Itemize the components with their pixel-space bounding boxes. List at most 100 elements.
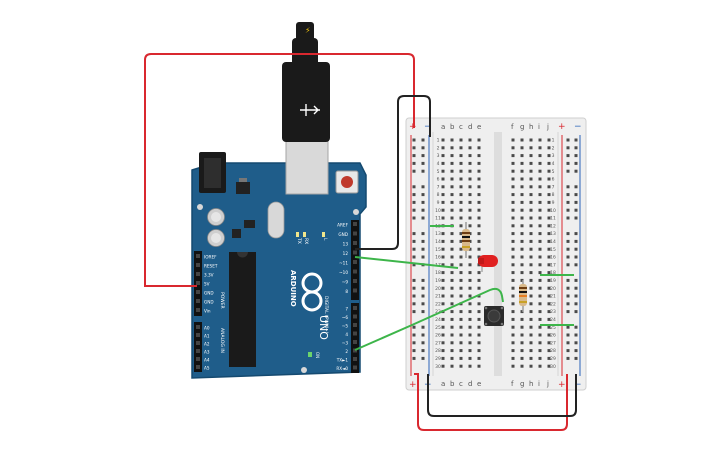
breadboard-hole[interactable] xyxy=(459,341,463,345)
breadboard-hole[interactable] xyxy=(468,341,472,345)
breadboard-hole[interactable] xyxy=(520,271,524,275)
breadboard-hole[interactable] xyxy=(520,356,524,360)
breadboard-hole[interactable] xyxy=(450,154,454,158)
breadboard-hole[interactable] xyxy=(468,286,472,290)
breadboard-hole[interactable] xyxy=(477,286,481,290)
breadboard-hole[interactable] xyxy=(547,193,551,197)
breadboard-hole[interactable] xyxy=(477,239,481,243)
breadboard-hole[interactable] xyxy=(547,364,551,368)
breadboard-hole[interactable] xyxy=(477,232,481,236)
breadboard-hole[interactable] xyxy=(511,138,515,142)
breadboard-hole[interactable] xyxy=(511,333,515,337)
breadboard-hole[interactable] xyxy=(468,349,472,353)
rail-hole[interactable] xyxy=(574,208,578,212)
rail-hole[interactable] xyxy=(412,349,416,353)
rail-hole[interactable] xyxy=(574,310,578,314)
header-pin[interactable] xyxy=(196,333,200,337)
breadboard-hole[interactable] xyxy=(477,341,481,345)
resistor[interactable] xyxy=(462,222,470,258)
breadboard-hole[interactable] xyxy=(477,193,481,197)
breadboard-hole[interactable] xyxy=(520,317,524,321)
breadboard-hole[interactable] xyxy=(459,216,463,220)
breadboard-hole[interactable] xyxy=(468,169,472,173)
header-pin[interactable] xyxy=(353,323,357,327)
breadboard-hole[interactable] xyxy=(529,255,533,259)
usb-cable[interactable]: ⚡ xyxy=(282,22,330,195)
breadboard-hole[interactable] xyxy=(477,169,481,173)
breadboard-hole[interactable] xyxy=(459,177,463,181)
breadboard-hole[interactable] xyxy=(538,278,542,282)
breadboard-hole[interactable] xyxy=(520,341,524,345)
breadboard-hole[interactable] xyxy=(520,161,524,165)
rail-hole[interactable] xyxy=(566,325,570,329)
breadboard-hole[interactable] xyxy=(538,177,542,181)
breadboard-hole[interactable] xyxy=(468,333,472,337)
breadboard-hole[interactable] xyxy=(520,278,524,282)
rail-hole[interactable] xyxy=(421,255,425,259)
header-pin[interactable] xyxy=(196,357,200,361)
rail-hole[interactable] xyxy=(574,263,578,267)
breadboard-hole[interactable] xyxy=(547,310,551,314)
breadboard-hole[interactable] xyxy=(511,263,515,267)
rail-hole[interactable] xyxy=(412,255,416,259)
breadboard-hole[interactable] xyxy=(477,161,481,165)
breadboard-hole[interactable] xyxy=(547,146,551,150)
breadboard-hole[interactable] xyxy=(538,271,542,275)
rail-hole[interactable] xyxy=(574,216,578,220)
breadboard-hole[interactable] xyxy=(441,286,445,290)
rail-hole[interactable] xyxy=(421,193,425,197)
breadboard-hole[interactable] xyxy=(511,154,515,158)
breadboard-hole[interactable] xyxy=(511,208,515,212)
breadboard-hole[interactable] xyxy=(520,177,524,181)
rail-hole[interactable] xyxy=(566,356,570,360)
breadboard-hole[interactable] xyxy=(459,200,463,204)
breadboard-hole[interactable] xyxy=(459,232,463,236)
arduino-uno-board[interactable]: ARDUINO UNO TX RX L ON IOREFRESET3.3V5VG… xyxy=(191,152,367,379)
breadboard-hole[interactable] xyxy=(441,247,445,251)
breadboard-hole[interactable] xyxy=(441,325,445,329)
breadboard-hole[interactable] xyxy=(520,169,524,173)
breadboard-hole[interactable] xyxy=(538,255,542,259)
header-pin[interactable] xyxy=(196,290,200,294)
rail-hole[interactable] xyxy=(574,333,578,337)
rail-hole[interactable] xyxy=(566,216,570,220)
rail-hole[interactable] xyxy=(412,247,416,251)
breadboard-hole[interactable] xyxy=(529,193,533,197)
breadboard-hole[interactable] xyxy=(468,317,472,321)
breadboard-hole[interactable] xyxy=(459,193,463,197)
breadboard-hole[interactable] xyxy=(547,286,551,290)
breadboard-hole[interactable] xyxy=(441,232,445,236)
breadboard-hole[interactable] xyxy=(441,169,445,173)
breadboard-hole[interactable] xyxy=(529,302,533,306)
breadboard-hole[interactable] xyxy=(520,325,524,329)
breadboard-hole[interactable] xyxy=(511,146,515,150)
breadboard-hole[interactable] xyxy=(459,239,463,243)
breadboard-hole[interactable] xyxy=(520,200,524,204)
breadboard-hole[interactable] xyxy=(547,341,551,345)
breadboard-hole[interactable] xyxy=(459,208,463,212)
rail-hole[interactable] xyxy=(412,146,416,150)
breadboard-hole[interactable] xyxy=(547,317,551,321)
rail-hole[interactable] xyxy=(412,278,416,282)
breadboard-hole[interactable] xyxy=(520,364,524,368)
breadboard-hole[interactable] xyxy=(529,263,533,267)
breadboard-hole[interactable] xyxy=(459,333,463,337)
rail-hole[interactable] xyxy=(421,216,425,220)
rail-hole[interactable] xyxy=(421,349,425,353)
rail-hole[interactable] xyxy=(412,356,416,360)
rail-hole[interactable] xyxy=(412,341,416,345)
rail-hole[interactable] xyxy=(574,138,578,142)
breadboard-hole[interactable] xyxy=(520,310,524,314)
breadboard-hole[interactable] xyxy=(529,200,533,204)
wire-green-pin13[interactable] xyxy=(354,256,459,269)
rail-hole[interactable] xyxy=(421,185,425,189)
header-pin[interactable] xyxy=(353,279,357,283)
breadboard-hole[interactable] xyxy=(547,356,551,360)
breadboard-hole[interactable] xyxy=(520,138,524,142)
rail-hole[interactable] xyxy=(566,185,570,189)
breadboard-hole[interactable] xyxy=(450,263,454,267)
breadboard-hole[interactable] xyxy=(459,278,463,282)
breadboard-hole[interactable] xyxy=(547,294,551,298)
breadboard-hole[interactable] xyxy=(547,154,551,158)
